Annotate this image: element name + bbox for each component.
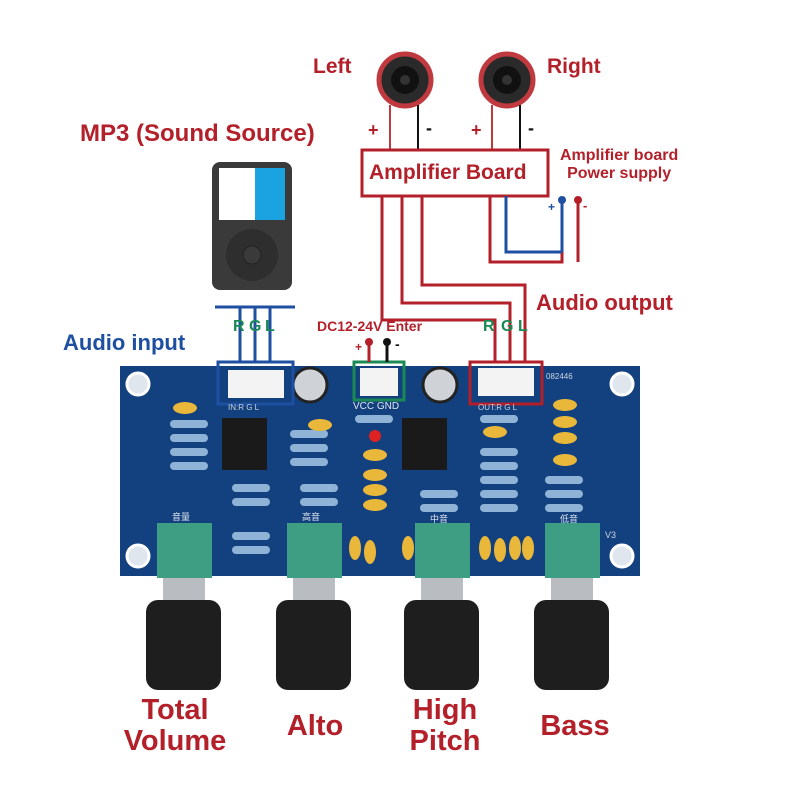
power-minus: - — [583, 198, 588, 213]
bass-knob-icon — [534, 523, 609, 690]
right-plus: + — [471, 120, 482, 140]
board-serial: 082446 — [546, 372, 573, 381]
pot-silk-bass: 低音 — [560, 514, 579, 524]
vcc-gnd-silk: VCC GND — [353, 401, 400, 412]
audio-input-label: Audio input — [63, 330, 186, 355]
right-speaker-label: Right — [547, 55, 601, 78]
board-version: V3 — [605, 530, 617, 540]
power-plus: + — [548, 200, 556, 214]
audio-output-connector — [468, 360, 544, 406]
mp3-player-icon — [212, 162, 292, 290]
right-minus: - — [528, 118, 534, 138]
power-input-plus: + — [355, 340, 363, 354]
amplifier-board-box — [360, 148, 550, 198]
pot-silk-volume: 音量 — [172, 512, 191, 522]
input-pin-g: G — [249, 318, 262, 335]
input-pin-r: R — [233, 318, 245, 335]
output-pin-l: L — [518, 318, 528, 335]
in-silk: IN:R G L — [228, 403, 260, 412]
power-supply-label: Amplifier board Power supply — [560, 147, 679, 182]
out-silk: OUT:R G L — [478, 403, 518, 412]
high-pitch-knob-icon — [404, 523, 479, 690]
power-input-label: DC12-24V Enter — [317, 318, 423, 334]
power-input-connector — [352, 360, 406, 402]
power-input-minus: - — [395, 336, 400, 352]
audio-input-connector — [216, 360, 295, 406]
output-pin-g: G — [501, 318, 514, 335]
audio-output-label: Audio output — [536, 290, 673, 315]
input-pin-l: L — [265, 318, 275, 335]
output-pin-r: R — [483, 318, 495, 335]
control-label-alto: Alto — [286, 710, 344, 742]
control-label-bass: Bass — [540, 710, 610, 742]
amplifier-board-label: Amplifier Board — [369, 161, 527, 184]
left-speaker-label: Left — [313, 55, 352, 78]
left-plus: + — [368, 120, 379, 140]
alto-knob-icon — [276, 523, 351, 690]
pot-silk-mid: 中音 — [430, 514, 449, 524]
left-minus: - — [426, 118, 432, 138]
sound-source-label: MP3 (Sound Source) — [80, 120, 315, 147]
pot-silk-treble: 高音 — [302, 512, 321, 522]
left-speaker-icon — [376, 51, 434, 109]
volume-knob-icon — [146, 523, 221, 690]
right-speaker-icon — [478, 51, 536, 109]
